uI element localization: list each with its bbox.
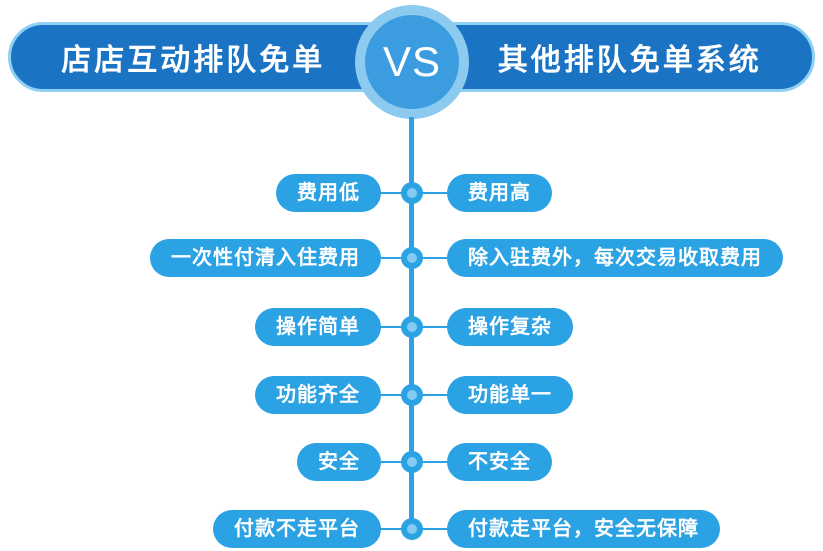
right-connector-line bbox=[412, 461, 448, 463]
comparison-row-1: 费用低 费用高 bbox=[0, 174, 823, 212]
spine-node-dot bbox=[407, 390, 417, 400]
spine-node bbox=[401, 384, 423, 406]
spine-node bbox=[401, 451, 423, 473]
right-feature-pill: 除入驻费外，每次交易收取费用 bbox=[447, 239, 783, 277]
right-feature-pill: 付款走平台，安全无保障 bbox=[447, 510, 720, 548]
header-left-half: 店店互动排队免单 bbox=[11, 25, 412, 89]
left-connector-line bbox=[377, 528, 412, 530]
right-connector-line bbox=[412, 394, 448, 396]
spine-node-dot bbox=[407, 253, 417, 263]
comparison-row-4: 功能齐全 功能单一 bbox=[0, 376, 823, 414]
comparison-row-6: 付款不走平台 付款走平台，安全无保障 bbox=[0, 510, 823, 548]
left-product-title: 店店互动排队免单 bbox=[61, 44, 326, 77]
vs-label: VS bbox=[382, 38, 442, 85]
left-feature-pill: 功能齐全 bbox=[255, 376, 381, 414]
right-connector-line bbox=[412, 257, 448, 259]
right-feature-pill: 不安全 bbox=[447, 443, 552, 481]
left-feature-pill: 费用低 bbox=[276, 174, 381, 212]
right-feature-pill: 功能单一 bbox=[447, 376, 573, 414]
spine-node-dot bbox=[407, 457, 417, 467]
right-feature-pill: 费用高 bbox=[447, 174, 552, 212]
left-connector-line bbox=[377, 461, 412, 463]
spine-node-dot bbox=[407, 524, 417, 534]
left-connector-line bbox=[377, 326, 412, 328]
left-feature-pill: 付款不走平台 bbox=[213, 510, 381, 548]
comparison-row-2: 一次性付清入住费用 除入驻费外，每次交易收取费用 bbox=[0, 239, 823, 277]
spine-node bbox=[401, 182, 423, 204]
header-right-half: 其他排队免单系统 bbox=[412, 25, 813, 89]
left-feature-pill: 安全 bbox=[297, 443, 381, 481]
spine-node bbox=[401, 316, 423, 338]
spine-node bbox=[401, 518, 423, 540]
spine-node bbox=[401, 247, 423, 269]
spine-node-dot bbox=[407, 322, 417, 332]
spine-node-dot bbox=[407, 188, 417, 198]
vs-badge: VS bbox=[355, 5, 469, 119]
right-feature-pill: 操作复杂 bbox=[447, 308, 573, 346]
right-connector-line bbox=[412, 528, 448, 530]
right-connector-line bbox=[412, 326, 448, 328]
left-connector-line bbox=[377, 394, 412, 396]
left-feature-pill: 一次性付清入住费用 bbox=[150, 239, 381, 277]
left-connector-line bbox=[377, 192, 412, 194]
left-feature-pill: 操作简单 bbox=[255, 308, 381, 346]
comparison-row-3: 操作简单 操作复杂 bbox=[0, 308, 823, 346]
left-connector-line bbox=[377, 257, 412, 259]
right-product-title: 其他排队免单系统 bbox=[497, 44, 762, 77]
right-connector-line bbox=[412, 192, 448, 194]
comparison-row-5: 安全 不安全 bbox=[0, 443, 823, 481]
